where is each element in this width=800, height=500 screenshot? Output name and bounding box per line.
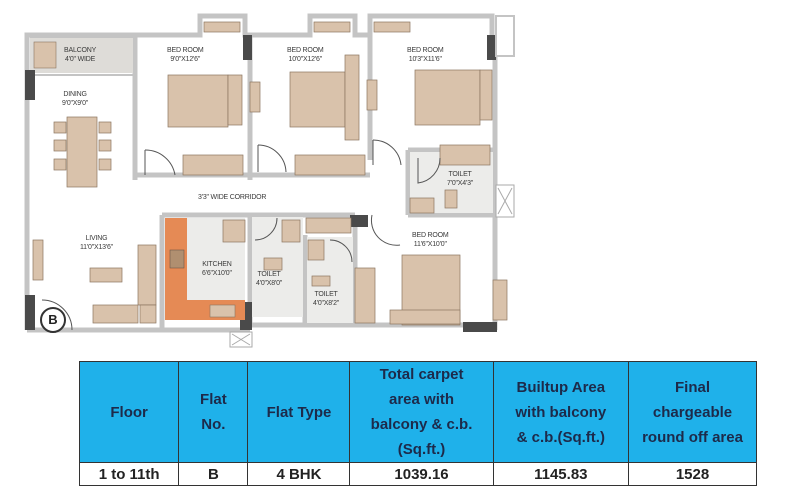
floor-plan-drawing — [24, 13, 515, 348]
cell-floor: 1 to 11th — [78, 462, 180, 486]
header-floor: Floor — [78, 361, 180, 463]
corridor-label: 3'3" WIDE CORRIDOR — [198, 194, 267, 201]
header-builtup-area: Builtup Area with balcony & c.b.(Sq.ft.) — [492, 361, 630, 463]
cell-builtup-area: 1145.83 — [492, 462, 630, 486]
unit-marker: B — [40, 307, 66, 333]
kitchen-counter — [165, 218, 245, 320]
header-carpet-area: Total carpet area with balcony & c.b. (S… — [349, 361, 494, 463]
header-final-area: Final chargeable round off area — [628, 361, 757, 463]
cell-flat-no: B — [178, 462, 249, 486]
floor-plan: BALCONY 4'0" WIDE DINING 9'0"X9'0" BED R… — [24, 13, 515, 348]
cell-carpet-area: 1039.16 — [349, 462, 494, 486]
cell-final-area: 1528 — [628, 462, 757, 486]
room-label-toilet-3: TOILET 4'0"X8'2" — [313, 291, 340, 307]
room-label-balcony: BALCONY 4'0" WIDE — [64, 47, 97, 63]
room-label-kitchen: KITCHEN 6'6"X10'0" — [202, 261, 232, 277]
furniture — [32, 21, 508, 326]
area-spec-table: Floor Flat No. Flat Type Total carpet ar… — [78, 361, 757, 486]
room-label-dining: DINING 9'0"X9'0" — [62, 91, 89, 107]
table-header-row: Floor Flat No. Flat Type Total carpet ar… — [78, 361, 757, 463]
header-flat-no: Flat No. — [178, 361, 249, 463]
table-row: 1 to 11th B 4 BHK 1039.16 1145.83 1528 — [78, 462, 757, 486]
room-label-living: LIVING 11'0"X13'6" — [80, 235, 113, 251]
room-label-bedroom-3: BED ROOM 10'3"X11'6" — [407, 47, 444, 63]
room-label-bedroom-4: BED ROOM 11'6"X10'0" — [412, 232, 449, 248]
cell-flat-type: 4 BHK — [247, 462, 351, 486]
room-label-toilet-2: TOILET 4'0"X8'0" — [256, 271, 283, 287]
room-label-bedroom-1: BED ROOM 9'0"X12'6" — [167, 47, 204, 63]
header-flat-type: Flat Type — [247, 361, 351, 463]
room-label-bedroom-2: BED ROOM 10'0"X12'6" — [287, 47, 324, 63]
room-label-toilet-1: TOILET 7'0"X4'3" — [447, 171, 474, 187]
